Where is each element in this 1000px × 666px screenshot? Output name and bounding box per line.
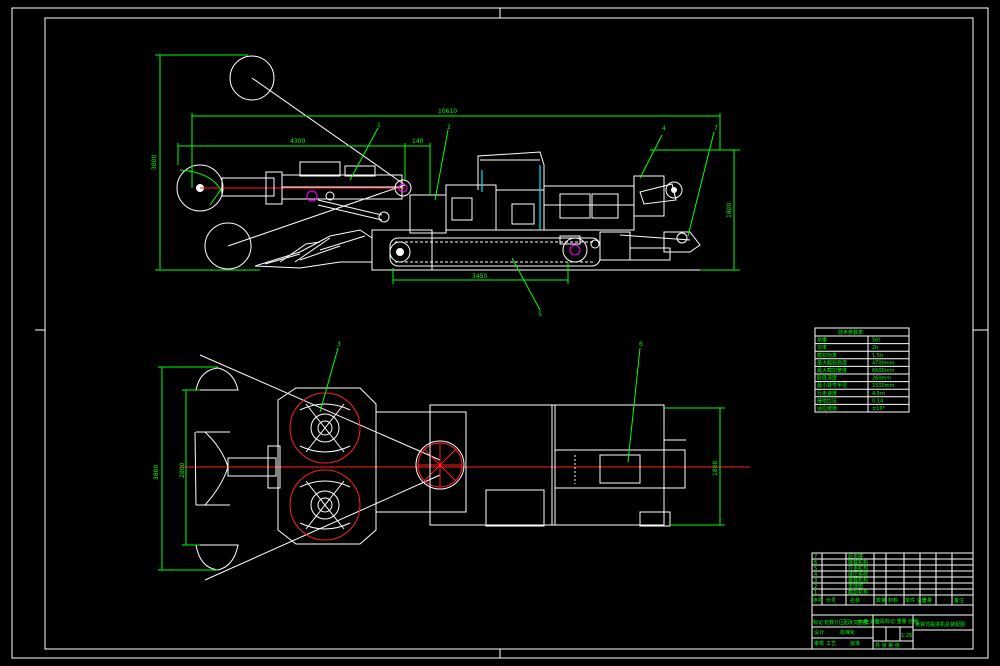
cutting-boom bbox=[221, 161, 412, 223]
bom-header-cell: 代号 bbox=[826, 597, 836, 604]
tb-left-field: 标记 bbox=[813, 619, 823, 626]
gathering-star-lower bbox=[289, 469, 361, 541]
bom-row-no: 7 bbox=[814, 554, 817, 560]
spec-row-label: 最大截割宽度 bbox=[817, 367, 847, 374]
tb-left-field: 年月日 bbox=[865, 619, 880, 626]
spec-row-label: 功率 bbox=[817, 344, 827, 351]
spec-row-label: 行走速度 bbox=[817, 390, 837, 397]
dim-outer-width: 3800 bbox=[153, 465, 160, 480]
spec-row-value: 4.5m bbox=[872, 391, 885, 397]
tb-row2-a: 设计 bbox=[814, 629, 824, 636]
machine-body bbox=[371, 151, 701, 271]
tb-left-field: 处数 bbox=[824, 619, 834, 626]
tb-row4-b: 批准 bbox=[850, 640, 860, 647]
bom-header-cell: 名称 bbox=[850, 597, 860, 604]
part-label-6: 6 bbox=[639, 341, 643, 348]
dim-right-width: 1800 bbox=[712, 461, 719, 476]
bom-row-name: 后支撑 bbox=[848, 553, 863, 560]
loading-shovel bbox=[254, 229, 373, 269]
bom-header-cell: 单件 总计 bbox=[905, 597, 927, 604]
bom-row-name: 装载机构 bbox=[848, 577, 868, 584]
spec-row-label: 最大截割高度 bbox=[817, 359, 847, 366]
bom-row-no: 5 bbox=[814, 566, 817, 572]
bom-row-name: 液压系统 bbox=[848, 571, 868, 578]
spec-row-value: 6500mm bbox=[872, 368, 895, 374]
part-label-5: 5 bbox=[538, 311, 542, 318]
crawler-track bbox=[389, 235, 700, 271]
plan-view: 3800 2800 1800 3 6 bbox=[153, 341, 750, 581]
tb-row4-a: 工艺 bbox=[826, 641, 836, 647]
spec-row-label: 卧底深度 bbox=[817, 375, 837, 382]
dim-height-left: 3800 bbox=[151, 155, 158, 170]
tb-row3: 审核 bbox=[814, 640, 824, 647]
part-label-2: 2 bbox=[447, 124, 451, 131]
spec-row-value: 260mm bbox=[872, 376, 891, 382]
spec-row-label: 总重 bbox=[817, 337, 827, 344]
spec-row-value: 1.5h bbox=[872, 353, 883, 359]
bom-row-name: 截割机构 bbox=[848, 589, 868, 596]
side-dimensions bbox=[155, 54, 740, 284]
tb-sheet: 共 张 第 张 bbox=[875, 642, 900, 649]
bom-row-name: 本体部 bbox=[848, 583, 863, 590]
tb-drawing-title: 悬臂式掘进机总装配图 bbox=[915, 621, 965, 628]
tb-left-field: 签名 bbox=[857, 619, 867, 626]
bom-header-cell: 材料 bbox=[888, 597, 898, 604]
dim-boom-length: 4300 bbox=[290, 138, 305, 145]
bom-header-cell: 重量 bbox=[922, 597, 932, 604]
bom-row-no: 3 bbox=[814, 578, 817, 584]
drawing-frame bbox=[11, 7, 989, 659]
tb-left-field: 更改文件号 bbox=[843, 619, 868, 626]
spec-row-value: 0.14 bbox=[872, 398, 883, 404]
spec-row-value: 4700mm bbox=[872, 360, 895, 366]
tb-row2-b: 标准化 bbox=[840, 629, 855, 636]
dim-track-length: 3450 bbox=[472, 273, 487, 280]
dim-height-right: 1800 bbox=[726, 203, 733, 218]
dim-offset: 140 bbox=[412, 138, 424, 145]
spec-row-label: 最小转弯半径 bbox=[817, 382, 847, 389]
spec-row-label: 适应坡度 bbox=[817, 405, 837, 412]
bom-row-no: 2 bbox=[814, 584, 817, 590]
spec-table-header: 技术参数表 bbox=[838, 329, 863, 336]
dim-inner-width: 2800 bbox=[179, 463, 186, 478]
bom-row-no: 1 bbox=[814, 590, 817, 596]
bom-header-cell: 序号 bbox=[813, 597, 823, 604]
part-label-4: 4 bbox=[662, 125, 666, 132]
bom-row-no: 4 bbox=[814, 572, 817, 578]
spec-row-value: ±16° bbox=[872, 406, 886, 412]
tb-scale: 1:25 bbox=[901, 633, 912, 639]
spec-row-value: 50t bbox=[872, 338, 880, 344]
bom-row-no: 6 bbox=[814, 560, 817, 566]
dim-overall-length: 10610 bbox=[438, 108, 457, 115]
side-view: 10610 4300 140 3450 3800 1800 1 2 4 7 5 bbox=[151, 54, 740, 318]
spec-row-value: 2h bbox=[872, 345, 878, 351]
side-leaders bbox=[349, 127, 715, 311]
title-block: 7 后支撑 6 转载机构 5 行走机构 4 液压系统 3 装载机构 2 本体部 1 截割机构 序号代号 名称… bbox=[811, 552, 974, 650]
bom-header-cell: 数量 bbox=[876, 597, 886, 604]
bom-header-cell: 备注 bbox=[954, 597, 964, 604]
tb-stage-header: 阶段标记 重量 比例 bbox=[875, 618, 918, 625]
tb-left-field: 分区 bbox=[834, 619, 844, 626]
spec-row-value: 1500mm bbox=[872, 383, 895, 389]
bom-row-name: 行走机构 bbox=[848, 565, 868, 572]
spec-row-label: 截割功率 bbox=[817, 352, 837, 359]
cutting-head-low bbox=[204, 222, 252, 270]
spec-row-label: 接地比压 bbox=[817, 397, 837, 404]
part-label-1: 1 bbox=[377, 122, 381, 129]
cutting-head-top bbox=[229, 55, 275, 101]
bom-row-name: 转载机构 bbox=[848, 559, 868, 566]
part-label-7: 7 bbox=[714, 125, 718, 132]
part-label-3: 3 bbox=[337, 341, 341, 348]
spec-table: 技术参数表 总重 50t 功率 2h 截割功率 1.5h 最大截割高度 4700mm 最大截割宽… bbox=[814, 327, 910, 413]
